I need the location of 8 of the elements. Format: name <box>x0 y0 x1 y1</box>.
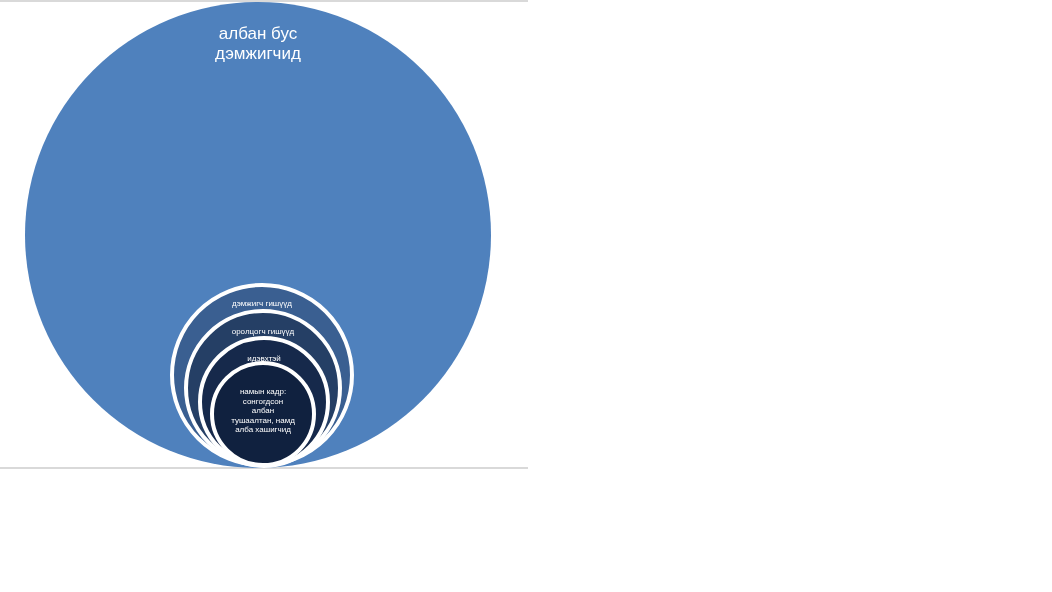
circle-label: дэмжигч гишүүд <box>231 299 293 309</box>
circle <box>184 309 342 467</box>
circle <box>198 336 330 468</box>
circle-label: намын кадр: сонгогдсон албан тушаалтан, намд алба хашигчид <box>231 387 295 435</box>
circle <box>210 361 316 467</box>
circle-label: идэвхтэй <box>246 354 282 364</box>
circle-label: албан бус дэмжигчид <box>214 24 302 65</box>
circle-label: оролцогч гишүүд <box>230 327 296 337</box>
